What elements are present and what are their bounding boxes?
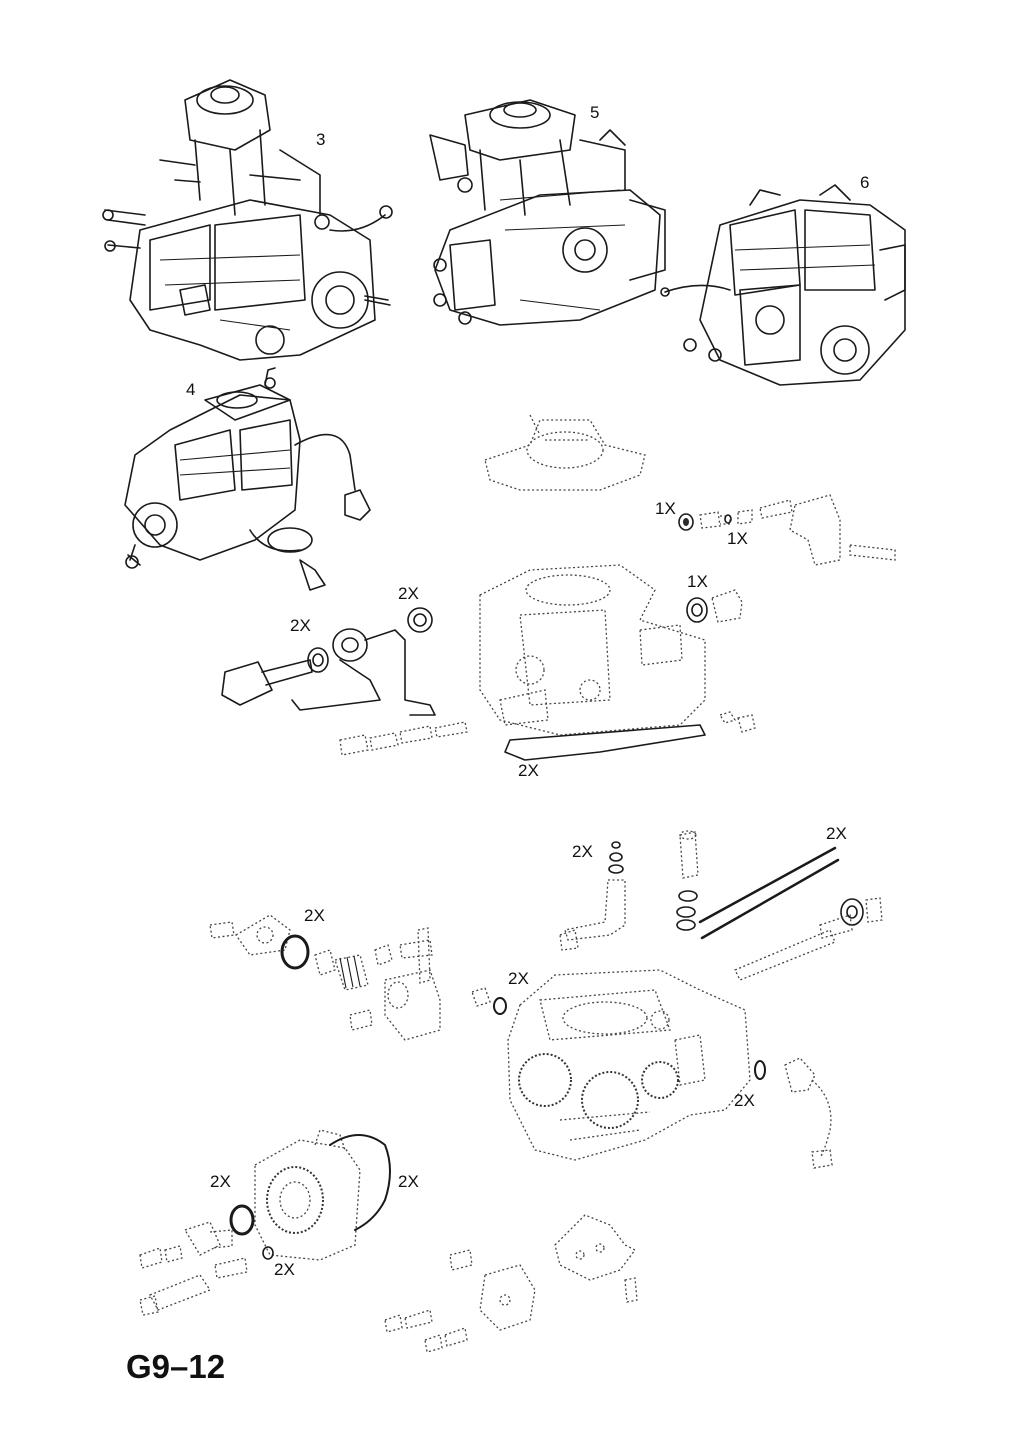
injection-pump-3[interactable]	[102, 79, 393, 361]
banjo-pipe[interactable]	[291, 607, 436, 716]
leak-rods[interactable]	[698, 846, 840, 940]
qty-label-2x-bolt: 2X	[508, 969, 529, 988]
large-o-ring[interactable]	[329, 1134, 391, 1231]
item-number-6: 6	[860, 173, 869, 192]
body-gasket[interactable]	[504, 724, 706, 761]
plug-assembly[interactable]	[139, 1221, 248, 1316]
bolt-washer[interactable]	[471, 987, 507, 1015]
support-bracket[interactable]	[479, 1264, 536, 1331]
mounting-flange[interactable]	[209, 914, 291, 956]
item-number-3: 3	[316, 130, 325, 149]
qty-label-1x-c: 1X	[687, 572, 708, 591]
page-code: G9–12	[126, 1348, 225, 1385]
seal-ring-sensor[interactable]	[754, 1060, 766, 1080]
qty-label-2x-flange: 2X	[304, 906, 325, 925]
qty-label-2x-pipe-left: 2X	[290, 616, 311, 635]
control-rod[interactable]	[734, 914, 853, 981]
bracket[interactable]	[789, 494, 896, 566]
temperature-sensor[interactable]	[784, 1057, 833, 1169]
valve-body[interactable]	[349, 927, 441, 1041]
qty-label-2x-cover-bottom: 2X	[274, 1260, 295, 1279]
cover-gasket[interactable]	[484, 414, 646, 491]
qty-label-1x-b: 1X	[727, 529, 748, 548]
solenoid-bracket[interactable]	[554, 1214, 638, 1303]
adjusting-screw[interactable]	[718, 711, 756, 733]
injector-tube[interactable]	[676, 830, 699, 931]
o-ring-cover[interactable]	[229, 1204, 255, 1236]
banjo-bolt[interactable]	[221, 659, 313, 706]
injection-pump-6[interactable]	[660, 184, 906, 386]
valve-spring[interactable]	[314, 949, 369, 991]
o-ring-flange[interactable]	[280, 934, 310, 970]
cap-nut[interactable]	[711, 589, 743, 623]
small-washer-cover[interactable]	[262, 1246, 274, 1260]
qty-label-2x-pipe-right: 2X	[398, 584, 419, 603]
qty-label-2x-nozzle: 2X	[572, 842, 593, 861]
qty-label-2x-rod: 2X	[826, 824, 847, 843]
item-number-4: 4	[186, 380, 195, 399]
injection-pump-4[interactable]	[124, 367, 371, 591]
pump-housing-lower[interactable]	[507, 969, 751, 1161]
washer-1x-a[interactable]	[678, 513, 694, 531]
valve-screw[interactable]	[699, 499, 793, 529]
bleed-screw[interactable]	[339, 721, 468, 756]
distributor-head[interactable]	[254, 1129, 361, 1261]
item-number-5: 5	[590, 103, 599, 122]
bracket-bolts[interactable]	[384, 1249, 473, 1353]
washer-1x-c[interactable]	[686, 597, 708, 623]
qty-label-1x-a: 1X	[655, 499, 676, 518]
qty-label-2x-gasket: 2X	[518, 761, 539, 780]
nozzle-holder[interactable]	[559, 841, 626, 951]
injection-pump-5[interactable]	[429, 99, 666, 326]
qty-label-2x-cover-right: 2X	[398, 1172, 419, 1191]
pump-body-upper[interactable]	[479, 564, 706, 736]
rod-seal[interactable]	[840, 897, 883, 926]
qty-label-2x-cover-left: 2X	[210, 1172, 231, 1191]
qty-label-2x-sensor: 2X	[734, 1091, 755, 1110]
